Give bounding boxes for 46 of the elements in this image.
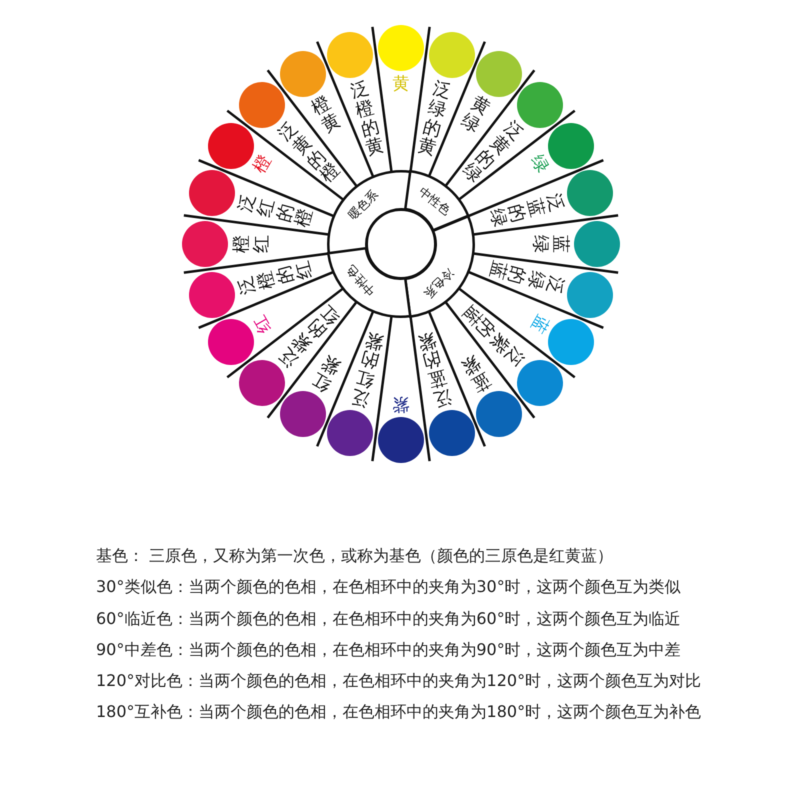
definition-text: 30°类似色：当两个颜色的色相，在色相环中的夹角为30°时，这两个颜色互为类似 xyxy=(96,576,682,598)
color-name: 泛红的紫 xyxy=(348,328,386,410)
color-name: 泛绿的蓝 xyxy=(485,258,567,296)
definition-text: 120°对比色：当两个颜色的色相，在色相环中的夹角为120°时，这两个颜色互为对比 xyxy=(96,670,702,692)
color-circle xyxy=(378,25,424,71)
color-name: 蓝 xyxy=(526,312,552,336)
color-circle xyxy=(548,123,594,169)
color-name: 泛绿的黄 xyxy=(416,78,454,160)
definition-text: 180°互补色：当两个颜色的色相，在色相环中的夹角为180°时，这两个颜色互为补色 xyxy=(96,701,702,724)
color-name: 黄绿 xyxy=(458,93,494,136)
color-name: 蓝紫 xyxy=(458,352,494,395)
color-group-label: 冷色系 xyxy=(420,266,456,300)
definition-text: 基色： 三原色，又称为第一次色，或称为基色（颜色的三原色是红黄蓝） xyxy=(96,545,614,567)
color-name: 橙 xyxy=(250,152,276,176)
color-circle xyxy=(428,32,475,78)
color-circle xyxy=(327,410,374,456)
color-name: 黄 xyxy=(392,75,410,94)
color-group-label: 中性色 xyxy=(416,185,452,218)
color-group-label: 暖色系 xyxy=(346,188,381,222)
definition-text: 90°中差色：当两个颜色的色相，在色相环中的夹角为90°时，这两个颜色互为中差 xyxy=(96,638,682,661)
color-circle xyxy=(280,390,326,437)
color-name: 泛橙的红 xyxy=(235,258,317,296)
color-name: 泛红的橙 xyxy=(235,192,317,230)
color-name: 紫 xyxy=(392,394,410,413)
color-name: 橙黄 xyxy=(308,93,344,136)
color-circle xyxy=(182,221,228,267)
color-circle xyxy=(188,170,235,216)
color-circle xyxy=(574,221,620,267)
color-name: 红紫 xyxy=(308,352,344,395)
color-name: 绿 xyxy=(526,152,552,176)
color-name: 红 xyxy=(250,312,276,336)
color-circle xyxy=(476,51,522,98)
color-circle xyxy=(208,319,254,365)
color-group-label: 中性色 xyxy=(344,262,378,298)
definition-text: 60°临近色：当两个颜色的色相，在色相环中的夹角为60°时，这两个颜色互为临近 xyxy=(96,608,682,630)
color-circle xyxy=(567,272,614,318)
color-name: 橙红 xyxy=(232,235,272,253)
color-circle xyxy=(428,410,475,456)
color-name: 泛橙的黄 xyxy=(348,78,386,160)
color-name: 泛蓝的紫 xyxy=(416,328,454,410)
color-circle xyxy=(378,417,424,463)
color-circle xyxy=(188,272,235,318)
color-circle xyxy=(327,32,374,78)
color-name: 蓝绿 xyxy=(530,235,570,253)
color-name: 泛蓝的绿 xyxy=(485,192,567,230)
color-circle xyxy=(567,170,614,216)
